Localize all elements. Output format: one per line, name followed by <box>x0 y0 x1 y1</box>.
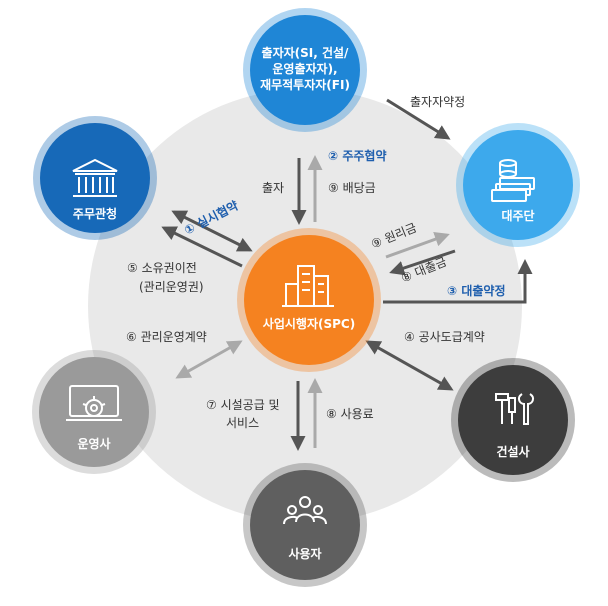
arrow-operation-contract <box>175 340 243 379</box>
arrow-loan <box>389 249 456 276</box>
monitor-gear-icon <box>66 385 122 421</box>
edge-label-loan-agreement: ③ 대출약정 <box>447 284 506 298</box>
investors-label: 출자자(SI, 건설/ 운영출자자), 재무적투자자(FI) <box>260 46 350 92</box>
edge-label-construction-contract: ④ 공사도급계약 <box>404 330 485 344</box>
people-icon <box>283 496 327 525</box>
users-node <box>250 470 360 580</box>
edge-label-ownership-transfer: ⑤ 소유권이전 <box>127 261 197 275</box>
lenders-label: 대주단 <box>501 209 535 223</box>
arrow-ownership-transfer <box>161 226 243 268</box>
government-building-icon <box>72 158 118 197</box>
builder-label: 건설사 <box>496 445 530 459</box>
arrow-investor-agreement <box>386 98 451 140</box>
edge-label-shareholder-agreement: ② 주주협약 <box>328 149 387 163</box>
edge-label-facility-supply: ⑦ 시설공급 및 <box>206 398 280 412</box>
operator-label: 운영사 <box>77 437 111 451</box>
tools-icon <box>495 393 535 425</box>
arrow-concession <box>171 210 253 252</box>
spc-label: 사업시행자(SPC) <box>262 317 356 331</box>
city-buildings-icon <box>282 265 334 307</box>
arrow-construction-contract <box>365 340 454 391</box>
authority-node <box>40 123 150 233</box>
arrows <box>161 98 533 451</box>
edge-label-service: 서비스 <box>226 416 260 430</box>
arrow-principal-interest <box>385 232 450 259</box>
spc-node <box>244 235 374 365</box>
edge-label-usage-fee: ⑧ 사용료 <box>326 407 374 421</box>
arrow-loan-agreement <box>383 259 533 304</box>
money-stack-icon <box>491 159 535 202</box>
edge-label-management-rights: (관리운영권) <box>139 280 204 294</box>
edge-label-investor-agreement: 출자자약정 <box>410 95 466 109</box>
edge-label-dividend: ⑨ 배당금 <box>328 181 376 195</box>
investors-node <box>250 15 360 125</box>
authority-label: 주무관청 <box>72 207 118 221</box>
edge-label-contribution: 출자 <box>262 181 285 195</box>
users-label: 사용자 <box>288 547 322 561</box>
edge-label-operation-contract: ⑥ 관리운영계약 <box>126 330 207 344</box>
